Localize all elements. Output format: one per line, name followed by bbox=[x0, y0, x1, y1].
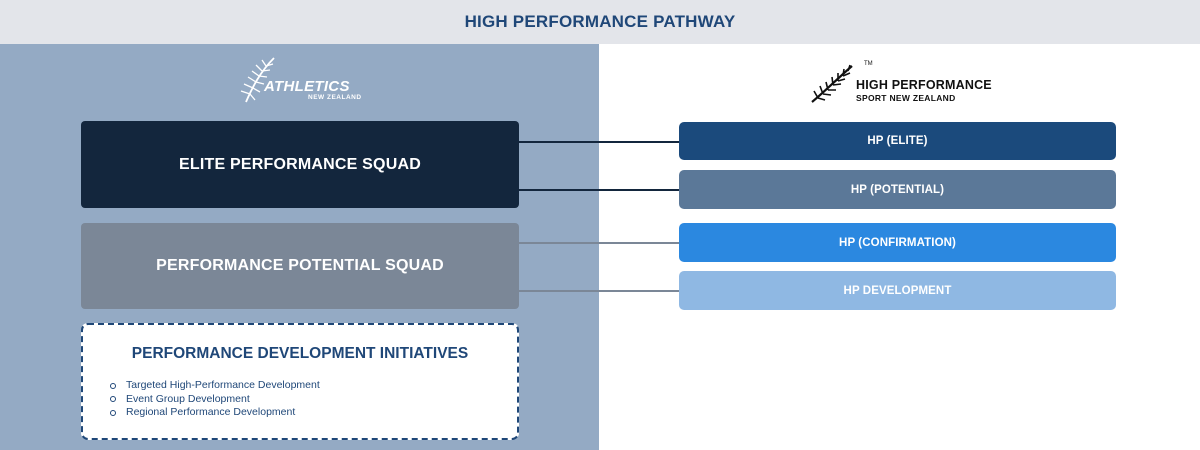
athletics-sub-wordmark: NEW ZEALAND bbox=[308, 94, 362, 101]
hp-level-label: HP (ELITE) bbox=[867, 135, 928, 147]
hpsnz-wordmark-line2: SPORT NEW ZEALAND bbox=[856, 93, 956, 103]
bullet-circle-icon bbox=[110, 396, 116, 402]
development-initiatives-box: PERFORMANCE DEVELOPMENT INITIATIVES Targ… bbox=[81, 323, 519, 440]
list-item: Event Group Development bbox=[109, 393, 320, 407]
potential-squad-label: PERFORMANCE POTENTIAL SQUAD bbox=[156, 257, 444, 274]
fern-icon bbox=[240, 57, 275, 103]
elite-squad-label: ELITE PERFORMANCE SQUAD bbox=[179, 155, 421, 173]
hp-level-label: HP (POTENTIAL) bbox=[850, 183, 945, 196]
initiatives-list: Targeted High-Performance Development Ev… bbox=[109, 379, 320, 420]
bullet-circle-icon bbox=[110, 409, 116, 416]
list-item-text: Regional Performance Development bbox=[126, 406, 296, 418]
page-title: HIGH PERFORMANCE PATHWAY bbox=[464, 12, 736, 31]
athletics-wordmark: ATHLETICS bbox=[264, 78, 350, 95]
trademark-mark: TM bbox=[864, 61, 873, 67]
hp-development-box: HP DEVELOPMENT bbox=[679, 271, 1116, 310]
hp-confirmation-box: HP (CONFIRMATION) bbox=[679, 223, 1116, 262]
page-header: HIGH PERFORMANCE PATHWAY bbox=[0, 0, 1200, 44]
elite-performance-squad-box: ELITE PERFORMANCE SQUAD bbox=[81, 121, 519, 208]
connector-elite-to-hp-elite bbox=[519, 141, 679, 143]
hpsnz-wordmark-line1: HIGH PERFORMANCE bbox=[856, 78, 992, 92]
athletics-nz-logo: ATHLETICS NEW ZEALAND bbox=[238, 54, 368, 104]
performance-potential-squad-box: PERFORMANCE POTENTIAL SQUAD bbox=[81, 223, 519, 309]
hp-level-label: HP DEVELOPMENT bbox=[843, 284, 952, 297]
initiatives-title: PERFORMANCE DEVELOPMENT INITIATIVES bbox=[131, 345, 469, 362]
list-item-text: Event Group Development bbox=[126, 392, 250, 405]
connector-potential-to-hp-development bbox=[519, 290, 679, 292]
hp-level-label: HP (CONFIRMATION) bbox=[839, 236, 956, 249]
hp-elite-box: HP (ELITE) bbox=[679, 122, 1116, 160]
connector-potential-to-hp-confirmation bbox=[519, 242, 679, 244]
list-item-text: Targeted High-Performance Development bbox=[126, 379, 320, 391]
hp-potential-box: HP (POTENTIAL) bbox=[679, 170, 1116, 209]
hpsnz-logo: TM HIGH PERFORMANCE SPORT NEW ZEALAND bbox=[808, 60, 998, 106]
connector-elite-to-hp-potential bbox=[519, 189, 679, 191]
fern-icon bbox=[811, 64, 853, 103]
list-item: Targeted High-Performance Development bbox=[109, 379, 320, 393]
list-item: Regional Performance Development bbox=[109, 406, 320, 420]
bullet-circle-icon bbox=[110, 382, 116, 389]
